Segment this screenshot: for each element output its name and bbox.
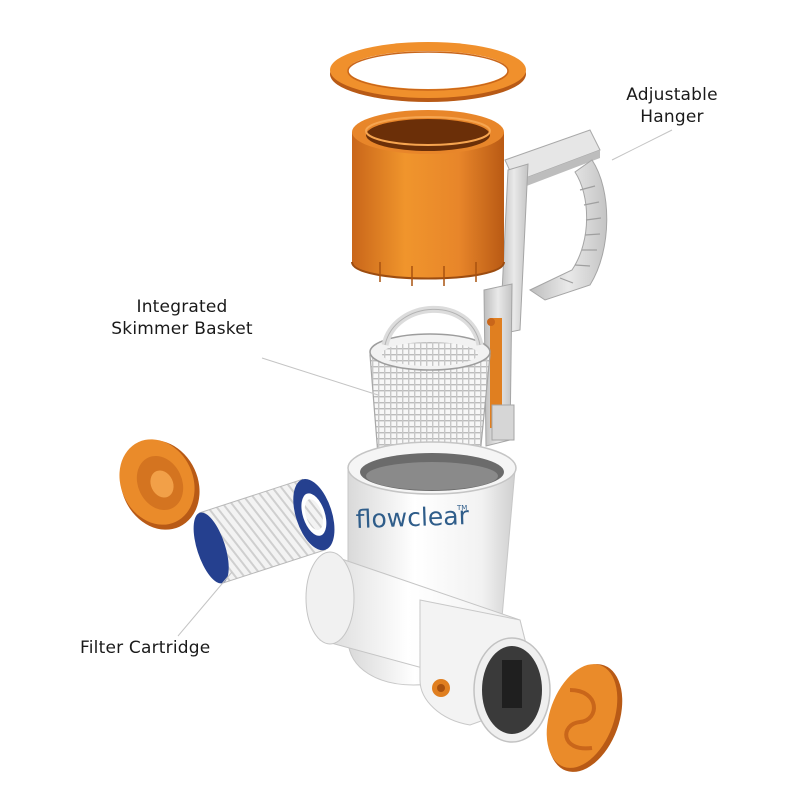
label-line: Integrated bbox=[136, 297, 228, 317]
adjustable-hanger-label: Adjustable Hanger bbox=[612, 84, 732, 128]
adjustable-hanger bbox=[483, 129, 608, 447]
label-line: Hanger bbox=[640, 107, 704, 127]
orange-left-cap bbox=[119, 439, 200, 530]
orange-right-cap bbox=[546, 664, 623, 772]
label-line: Adjustable bbox=[626, 85, 718, 105]
orange-top-ring bbox=[330, 42, 526, 102]
skimmer-basket bbox=[369, 305, 491, 467]
brand-logo-text: flowclear bbox=[355, 501, 470, 534]
filter-cartridge bbox=[193, 478, 335, 584]
basket-leader-line bbox=[261, 357, 379, 396]
label-line: Skimmer Basket bbox=[111, 319, 253, 339]
trademark-mark: TM bbox=[456, 504, 467, 512]
orange-housing-cylinder bbox=[351, 110, 505, 286]
skimmer-basket-label: Integrated Skimmer Basket bbox=[100, 296, 264, 340]
cartridge-leader-line bbox=[177, 571, 233, 637]
filter-cartridge-label: Filter Cartridge bbox=[80, 638, 211, 658]
tee-pipe bbox=[305, 551, 551, 743]
leader-lines bbox=[177, 129, 673, 637]
hanger-leader-line bbox=[611, 129, 673, 161]
